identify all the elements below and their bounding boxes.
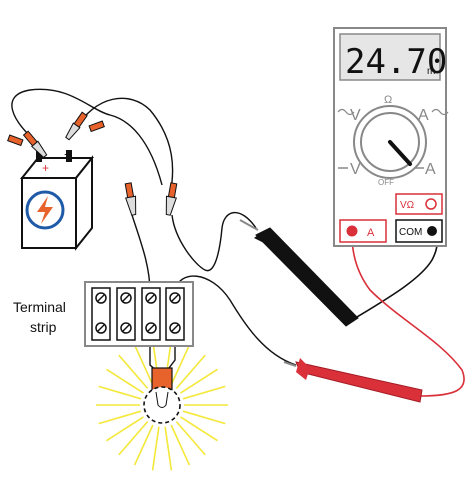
clip-battery-minus <box>65 111 88 141</box>
black-probe[interactable] <box>239 219 359 327</box>
clip-battery-minus-b <box>88 120 105 133</box>
screw-slot-icon <box>122 324 130 332</box>
lamp-ray <box>175 354 206 389</box>
jack-com[interactable] <box>427 226 437 236</box>
wire-battery-plus <box>11 88 163 186</box>
lamp-ray <box>182 385 226 400</box>
multimeter-unit: m <box>427 66 435 77</box>
battery-plus-label: + <box>42 161 49 175</box>
dial-label-ohm: Ω <box>384 94 392 106</box>
lamp-ray <box>164 426 173 471</box>
terminal-strip-label-1: Terminal <box>13 299 66 315</box>
terminal-strip: Terminal strip <box>13 281 194 347</box>
screw-slot-icon <box>122 294 130 302</box>
screw-slot-icon <box>171 324 179 332</box>
ac-wave-icon <box>337 108 355 116</box>
wire-battery-minus <box>74 97 174 196</box>
wire-strip-to-probe-red <box>174 275 297 366</box>
screw-slot-icon <box>171 294 179 302</box>
lamp-ray <box>180 416 218 442</box>
wire-clip-to-probe-black <box>171 211 257 272</box>
jack-com-label: COM <box>399 227 422 238</box>
lamp-ray <box>118 354 149 389</box>
battery: + − <box>19 147 95 251</box>
lamp-ray <box>170 344 191 386</box>
clip-battery-plus <box>22 130 48 159</box>
terminal-strip-label-2: strip <box>30 319 57 335</box>
lamp <box>143 367 181 424</box>
lamp-bulb <box>143 386 181 424</box>
lamp-ray <box>118 421 149 456</box>
red-probe[interactable] <box>283 358 423 403</box>
jack-a[interactable] <box>346 225 358 237</box>
jack-a-box <box>339 219 387 243</box>
jack-a-label: A <box>367 227 375 239</box>
black-probe-body[interactable] <box>255 227 359 327</box>
dial-label-a-dc: A <box>425 161 436 178</box>
lamp-ray <box>175 421 206 456</box>
red-probe-body[interactable] <box>295 361 423 403</box>
multimeter: 24.70 m Ω V A V A OFF VΩ A COM <box>333 27 449 247</box>
jack-vohm[interactable] <box>425 198 437 210</box>
lamp-ray <box>182 410 226 425</box>
lightning-bolt-icon <box>37 196 53 224</box>
screw-slot-icon <box>97 324 105 332</box>
dial-label-off: OFF <box>378 178 394 187</box>
lamp-ray <box>106 416 144 442</box>
screw-slot-icon <box>147 324 155 332</box>
screw-slot-icon <box>147 294 155 302</box>
multimeter-display <box>339 33 441 81</box>
lamp-ray <box>170 424 191 466</box>
multimeter-reading: 24.70 <box>345 42 447 82</box>
wire-clip-to-strip-1 <box>131 214 151 293</box>
clip-battery-plus-b <box>7 134 24 147</box>
battery-post-minus <box>66 150 72 162</box>
battery-minus-label: − <box>64 147 72 162</box>
jack-vohm-label: VΩ <box>400 200 415 211</box>
lamp-ray <box>133 424 154 466</box>
dial-pointer <box>388 140 412 166</box>
lamp-ray <box>180 368 218 394</box>
lamp-ray <box>106 368 144 394</box>
lamp-ray <box>98 410 142 425</box>
lamp-ray <box>133 344 154 386</box>
red-lead-wire <box>351 234 465 397</box>
screw-slot-icon <box>97 294 105 302</box>
dial-label-a-ac: A <box>418 107 429 124</box>
ac-wave-icon <box>431 108 449 116</box>
clip-right <box>165 182 178 216</box>
jack-com-box <box>395 219 443 243</box>
lamp-ray <box>98 385 142 400</box>
alligator-clips <box>7 111 178 216</box>
lamp-filament <box>155 391 169 408</box>
lamp-rays <box>96 339 228 471</box>
lamp-ray <box>151 426 160 471</box>
dial-label-v-dc: V <box>350 161 361 178</box>
dial-label-v-ac: V <box>350 107 361 124</box>
clip-left <box>124 182 137 216</box>
battery-post-plus <box>36 150 42 162</box>
